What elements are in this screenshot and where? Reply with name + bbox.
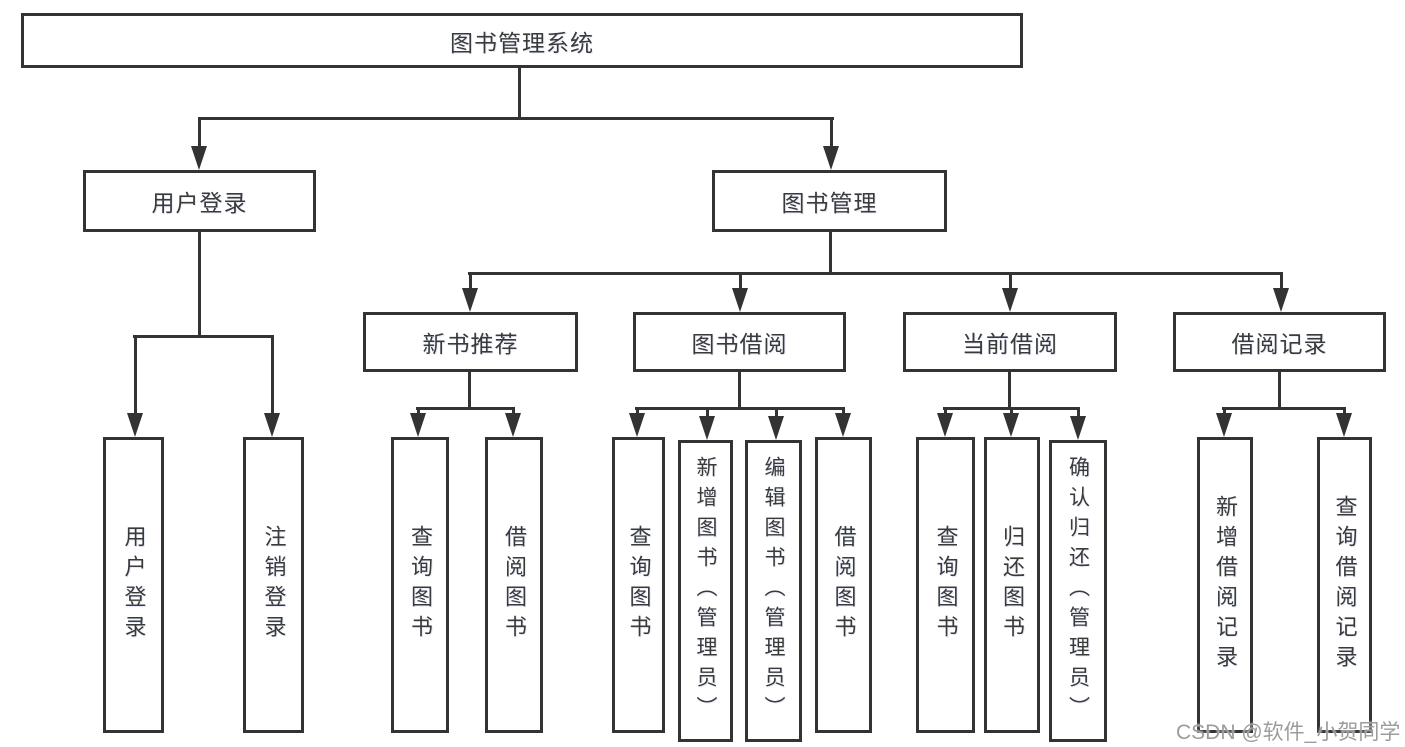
node-new-book-recommend: 新书推荐 (363, 312, 578, 372)
root-node-library-system: 图书管理系统 (21, 13, 1023, 68)
leaf-query-borrow-record-label: 查询借阅记录 (1332, 495, 1358, 675)
connector-line (1077, 407, 1080, 420)
node-borrow-records-label: 借阅记录 (1231, 331, 1328, 357)
leaf-borrow-book-recommend: 借阅图书 (485, 437, 543, 733)
arrowhead-down-icon (127, 413, 143, 437)
leaf-logout: 注销登录 (243, 437, 304, 733)
leaf-query-book-borrow: 查询图书 (612, 437, 665, 733)
leaf-query-book-current-label: 查询图书 (933, 525, 959, 645)
connector-line (1278, 372, 1281, 410)
connector-line (417, 407, 420, 417)
leaf-confirm-return-admin: 确认归还（管理员） (1049, 440, 1107, 742)
connector-line (1010, 407, 1013, 417)
arrowhead-down-icon (264, 413, 280, 437)
arrowhead-down-icon (937, 413, 953, 437)
connector-line (469, 272, 472, 292)
node-new-book-recommend-label: 新书推荐 (422, 331, 519, 357)
connector-line (198, 117, 834, 120)
connector-line (133, 335, 274, 338)
arrowhead-down-icon (1003, 413, 1019, 437)
connector-line (1009, 272, 1012, 292)
connector-line (944, 407, 947, 417)
connector-line (775, 407, 778, 420)
connector-line (1222, 407, 1346, 410)
connector-line (842, 407, 845, 417)
node-book-management-label: 图书管理 (781, 190, 878, 216)
connector-line (635, 407, 845, 410)
arrowhead-down-icon (505, 413, 521, 437)
leaf-edit-book-admin-label: 编辑图书（管理员） (762, 456, 785, 726)
leaf-borrow-book-label: 借阅图书 (831, 525, 857, 645)
connector-line (468, 372, 471, 410)
arrowhead-down-icon (1273, 288, 1289, 312)
leaf-add-borrow-record: 新增借阅记录 (1197, 437, 1253, 733)
node-user-login-label: 用户登录 (151, 190, 248, 216)
arrowhead-down-icon (191, 146, 207, 170)
connector-line (738, 372, 741, 410)
connector-line (512, 407, 515, 417)
connector-line (829, 232, 832, 275)
leaf-borrow-book-recommend-label: 借阅图书 (502, 525, 527, 645)
node-current-borrow-label: 当前借阅 (962, 331, 1058, 357)
connector-line (739, 272, 742, 292)
leaf-add-borrow-record-label: 新增借阅记录 (1213, 495, 1238, 675)
leaf-user-login-label: 用户登录 (121, 525, 147, 645)
leaf-add-book-admin-label: 新增图书（管理员） (694, 456, 717, 726)
leaf-query-borrow-record: 查询借阅记录 (1317, 437, 1372, 733)
node-book-management: 图书管理 (712, 170, 947, 232)
node-user-login: 用户登录 (83, 170, 316, 232)
connector-line (134, 335, 137, 417)
connector-line (1008, 372, 1011, 410)
connector-line (1280, 272, 1283, 292)
arrowhead-down-icon (699, 416, 715, 440)
node-book-borrow-label: 图书借阅 (691, 331, 788, 357)
connector-line (830, 117, 833, 150)
arrowhead-down-icon (1002, 288, 1018, 312)
connector-line (1223, 407, 1226, 417)
arrowhead-down-icon (1070, 416, 1086, 440)
leaf-user-login: 用户登录 (103, 437, 164, 733)
arrowhead-down-icon (1336, 413, 1352, 437)
arrowhead-down-icon (410, 413, 426, 437)
root-node-label: 图书管理系统 (450, 29, 594, 56)
connector-line (518, 68, 521, 120)
arrowhead-down-icon (768, 416, 784, 440)
connector-line (416, 407, 515, 410)
arrowhead-down-icon (1216, 413, 1232, 437)
leaf-edit-book-admin: 编辑图书（管理员） (745, 440, 802, 742)
connector-line (198, 117, 201, 150)
leaf-query-book-recommend: 查询图书 (391, 437, 449, 733)
leaf-logout-label: 注销登录 (261, 525, 287, 645)
connector-line (198, 232, 201, 338)
arrowhead-down-icon (462, 288, 478, 312)
leaf-query-book-recommend-label: 查询图书 (408, 525, 433, 645)
leaf-add-book-admin: 新增图书（管理员） (678, 440, 733, 742)
connector-line (636, 407, 639, 417)
node-borrow-records: 借阅记录 (1173, 312, 1386, 372)
leaf-borrow-book: 借阅图书 (815, 437, 872, 733)
arrowhead-down-icon (629, 413, 645, 437)
node-book-borrow: 图书借阅 (633, 312, 846, 372)
connector-line (468, 272, 1283, 275)
arrowhead-down-icon (835, 413, 851, 437)
leaf-query-book-current: 查询图书 (916, 437, 975, 733)
leaf-return-book: 归还图书 (984, 437, 1040, 733)
arrowhead-down-icon (732, 288, 748, 312)
leaf-confirm-return-admin-label: 确认归还（管理员） (1066, 456, 1090, 726)
connector-line (271, 335, 274, 417)
leaf-return-book-label: 归还图书 (1000, 525, 1025, 645)
connector-line (1343, 407, 1346, 417)
leaf-query-book-borrow-label: 查询图书 (626, 525, 652, 645)
connector-line (706, 407, 709, 420)
arrowhead-down-icon (823, 146, 839, 170)
node-current-borrow: 当前借阅 (903, 312, 1117, 372)
watermark-text: CSDN @软件_小贺同学 (1176, 721, 1401, 744)
